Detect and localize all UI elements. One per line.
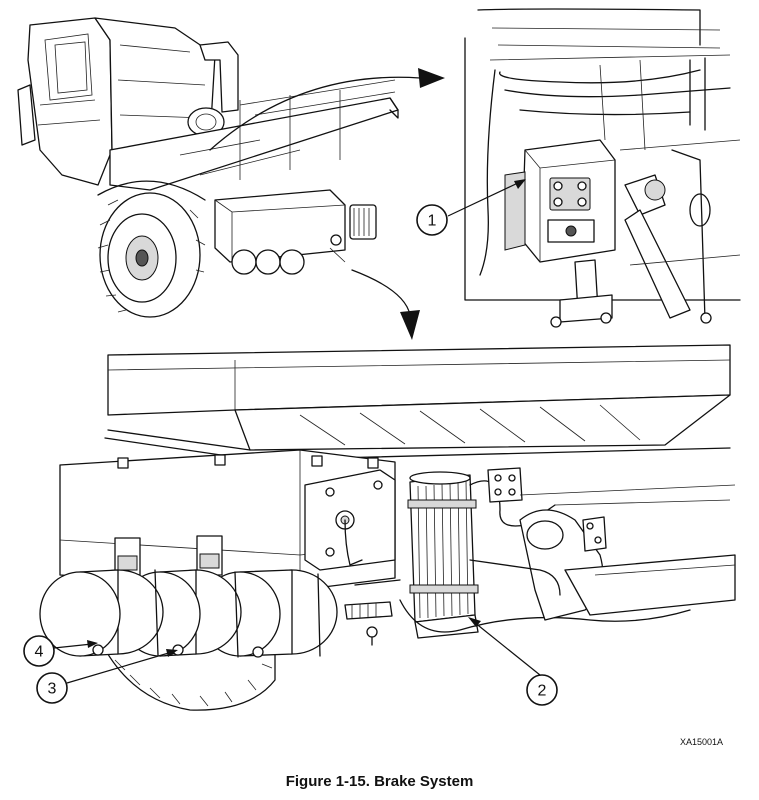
figure-caption: Figure 1-15. Brake System [285,773,474,790]
view-arrows [209,68,445,340]
truck-overview [17,17,399,318]
main-assembly-view [39,344,736,711]
callout-2-label: 2 [538,683,547,700]
detail-view-brake-valve [464,8,741,328]
callout-1-label: 1 [428,213,437,230]
callout-3: 3 [36,649,178,704]
callout-4-label: 4 [35,644,44,661]
callout-2: 2 [468,617,558,706]
callout-4: 4 [23,635,98,667]
callout-1: 1 [416,179,526,236]
callout-3-label: 3 [48,681,57,698]
drawing-code: XA15001A [680,737,723,747]
